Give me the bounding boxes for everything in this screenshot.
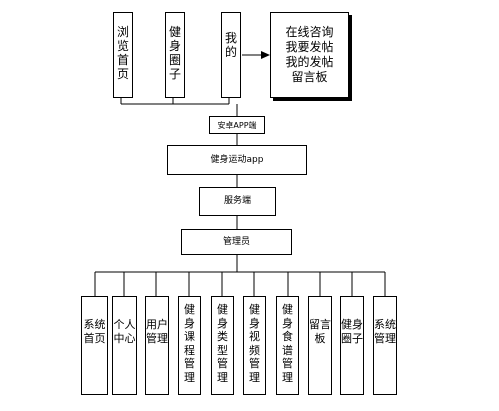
top-box-browse-home: 浏览首页 bbox=[113, 12, 133, 98]
module-label: 留言板 bbox=[309, 318, 331, 345]
fitness-app-label: 健身运动app bbox=[210, 154, 264, 165]
module-box-message-board: 留言板 bbox=[308, 296, 332, 395]
module-label: 健身视频管理 bbox=[249, 303, 260, 384]
module-box-user-management: 用户管理 bbox=[145, 296, 169, 395]
my-detail-line: 我的发帖 bbox=[285, 55, 334, 69]
module-box-type-management: 健身类型管理 bbox=[211, 296, 234, 395]
module-label: 系统首页 bbox=[83, 318, 106, 345]
module-label: 健身圈子 bbox=[341, 318, 363, 345]
module-label: 健身类型管理 bbox=[217, 303, 228, 384]
android-app-box: 安卓APP端 bbox=[209, 116, 265, 134]
my-detail-line: 我要发帖 bbox=[285, 40, 334, 54]
module-box-fitness-circle: 健身圈子 bbox=[340, 296, 364, 395]
fitness-app-box: 健身运动app bbox=[167, 145, 307, 175]
module-label: 健身食谱管理 bbox=[282, 303, 293, 384]
server-box: 服务端 bbox=[199, 187, 276, 216]
top-box-label: 我的 bbox=[224, 31, 237, 59]
admin-label: 管理员 bbox=[222, 236, 250, 247]
module-box-personal-center: 个人中心 bbox=[112, 296, 137, 395]
module-box-system-management: 系统管理 bbox=[373, 296, 397, 395]
module-box-video-management: 健身视频管理 bbox=[243, 296, 266, 395]
top-box-mine: 我的 bbox=[221, 12, 241, 98]
android-app-label: 安卓APP端 bbox=[217, 120, 257, 130]
module-label: 个人中心 bbox=[113, 318, 136, 345]
my-detail-text: 在线咨询 我要发帖 我的发帖 留言板 bbox=[271, 25, 348, 85]
module-label: 健身课程管理 bbox=[184, 303, 195, 384]
admin-box: 管理员 bbox=[181, 229, 292, 255]
my-detail-box: 在线咨询 我要发帖 我的发帖 留言板 bbox=[270, 12, 349, 98]
my-detail-line: 在线咨询 bbox=[285, 25, 334, 39]
module-box-recipe-management: 健身食谱管理 bbox=[276, 296, 299, 395]
top-box-fitness-circle: 健身圈子 bbox=[165, 12, 185, 98]
module-box-system-home: 系统首页 bbox=[81, 296, 108, 395]
server-label: 服务端 bbox=[223, 196, 251, 206]
arrow-head bbox=[261, 51, 270, 59]
top-box-label: 健身圈子 bbox=[168, 25, 181, 81]
module-box-course-management: 健身课程管理 bbox=[178, 296, 201, 395]
module-label: 用户管理 bbox=[146, 318, 168, 345]
top-box-label: 浏览首页 bbox=[116, 25, 129, 81]
my-detail-line: 留言板 bbox=[291, 70, 328, 84]
module-label: 系统管理 bbox=[374, 318, 396, 345]
